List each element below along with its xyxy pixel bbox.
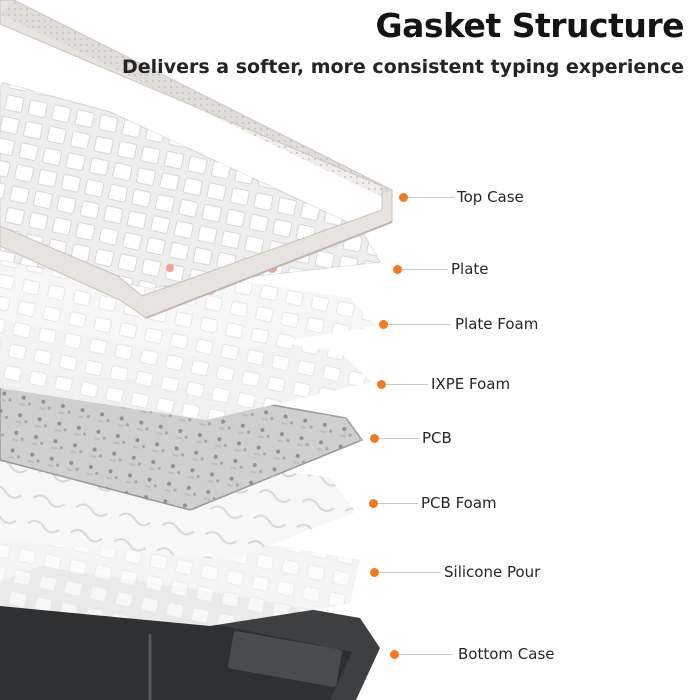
- plate-layer: [0, 81, 381, 295]
- layer-label: Silicone Pour: [444, 563, 541, 581]
- callout-dot: [370, 568, 379, 577]
- callout-dot: [370, 434, 379, 443]
- layer-label: Top Case: [457, 188, 524, 206]
- callout-dot: [369, 499, 378, 508]
- layer-label: Bottom Case: [458, 645, 555, 663]
- layer-label: Plate: [451, 260, 489, 278]
- callout-leader-line: [379, 572, 441, 573]
- diagram-subtitle: Delivers a softer, more consistent typin…: [122, 56, 684, 78]
- callout-dot: [399, 193, 408, 202]
- callout-leader-line: [378, 503, 418, 504]
- callout-leader-line: [402, 269, 448, 270]
- callout-leader-line: [386, 384, 428, 385]
- callout-dot: [377, 380, 386, 389]
- callout-leader-line: [408, 197, 454, 198]
- layer-label: Plate Foam: [455, 315, 539, 333]
- top-case-layer: [0, 0, 393, 319]
- layer-label: PCB Foam: [421, 494, 497, 512]
- callout-leader-line: [399, 654, 453, 655]
- callout-dot: [379, 320, 388, 329]
- callout-leader-line: [379, 438, 419, 439]
- diagram-title: Gasket Structure: [375, 6, 685, 45]
- callout-leader-line: [388, 324, 450, 325]
- callout-dot: [393, 265, 402, 274]
- layer-label: PCB: [422, 429, 452, 447]
- callout-dot: [390, 650, 399, 659]
- pcb-layer: [0, 373, 364, 511]
- layer-label: IXPE Foam: [431, 375, 511, 393]
